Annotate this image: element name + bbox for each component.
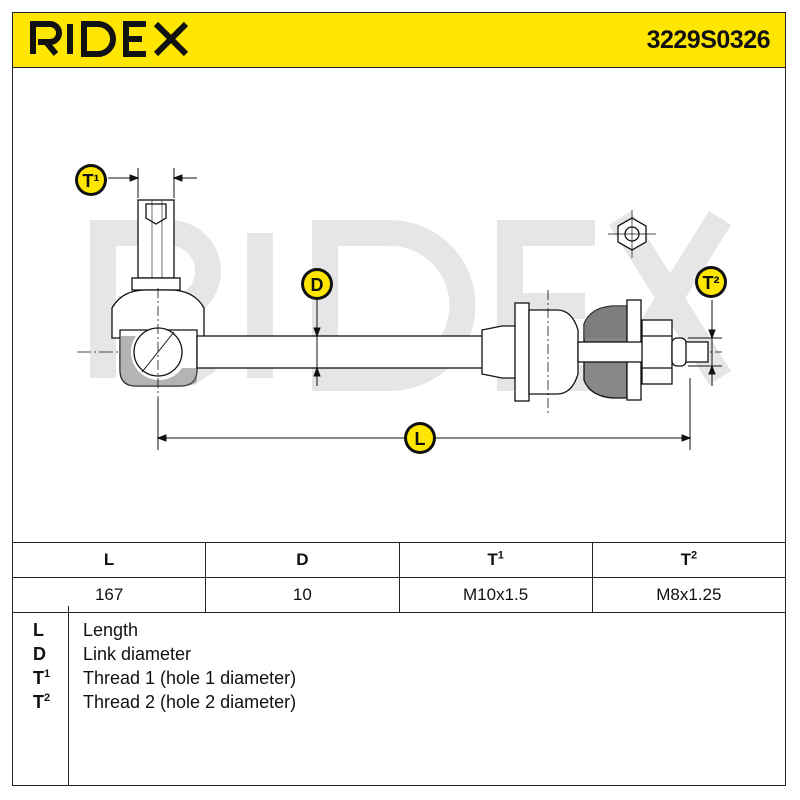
specs-value-row: 167 10 M10x1.5 M8x1.25 [11,577,787,613]
bushing [577,299,709,401]
specs-header-row: L D T1 T2 [11,542,787,578]
legend-key: T2 [33,692,51,712]
specs-table: L D T1 T2 167 10 M10x1.5 M8x1.25 [11,542,787,613]
legend-text: Length [83,620,139,640]
label-t1: T¹ [83,171,100,191]
legend-item: T1 Thread 1 (hole 1 diameter) [13,668,787,692]
technical-drawing: T¹ D T² L [75,164,732,454]
label-t2: T² [703,273,720,293]
legend-text: Thread 1 (hole 1 diameter) [83,668,297,688]
part-number: 3229S0326 [646,26,771,54]
header-t2: T2 [591,542,787,578]
legend-item: D Link diameter [13,644,787,668]
legend-text: Link diameter [83,644,192,664]
legend-key: D [33,644,46,664]
ball-joint [111,199,205,408]
dimension-d [313,298,321,386]
legend-item: L Length [13,620,787,644]
legend-key: L [33,620,44,640]
value-t1: M10x1.5 [398,577,593,613]
hex-nut-icon [608,210,656,258]
value-d: 10 [205,577,400,613]
ridex-logo [30,21,189,57]
legend-text: Thread 2 (hole 2 diameter) [83,692,297,712]
dimension-t2 [688,300,722,386]
header-d: D [205,542,400,578]
value-l: 167 [11,577,207,613]
link-rod [196,290,579,414]
label-d: D [311,275,324,295]
legend: L Length D Link diameter T1 Thread 1 (ho… [12,606,786,786]
label-l: L [415,429,426,449]
dimension-t1 [108,168,197,198]
header-t1: T1 [398,542,593,578]
value-t2: M8x1.25 [591,577,787,613]
legend-key: T1 [33,668,51,688]
header-l: L [11,542,207,578]
legend-item: T2 Thread 2 (hole 2 diameter) [13,692,787,716]
legend-divider [68,606,69,786]
